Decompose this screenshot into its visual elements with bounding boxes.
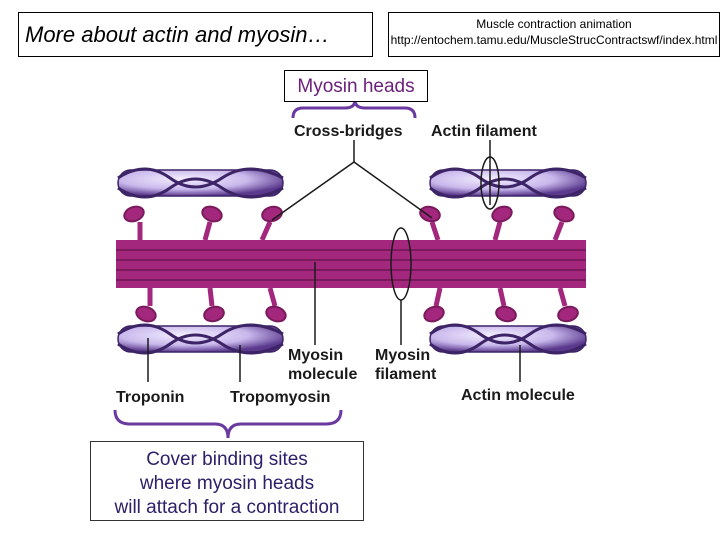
page-title: More about actin and myosin… — [25, 22, 330, 47]
actin-filament-top-left — [117, 167, 284, 199]
myosin-head-upper-4 — [419, 205, 441, 241]
myosin-head-upper-1 — [123, 205, 145, 240]
label-myosin-filament-line2: filament — [375, 366, 437, 383]
cover-line-3: will attach for a contraction — [114, 497, 340, 518]
troponin-tropomyosin-brace — [113, 409, 343, 439]
cover-line-1: Cover binding sites — [146, 449, 308, 470]
myosin-filament — [116, 240, 586, 288]
label-myosin-molecule-line2: molecule — [288, 366, 357, 383]
animation-link-box[interactable]: Muscle contraction animation http://ento… — [388, 12, 720, 57]
myosin-head-upper-6 — [552, 205, 575, 241]
label-cross-bridges: Cross-bridges — [294, 123, 403, 140]
myosin-heads — [123, 205, 579, 323]
myosin-heads-label: Myosin heads — [297, 76, 415, 97]
label-troponin: Troponin — [116, 389, 184, 406]
title-box: More about actin and myosin… — [18, 12, 373, 57]
myosin-head-lower-6 — [557, 287, 579, 323]
cover-line-2: where myosin heads — [139, 473, 315, 494]
myosin-head-lower-3 — [265, 287, 287, 323]
label-myosin-filament-line1: Myosin — [375, 347, 430, 364]
myosin-head-upper-2 — [201, 205, 223, 241]
label-myosin-molecule-line1: Myosin — [288, 347, 343, 364]
myosin-head-upper-5 — [491, 205, 513, 241]
actin-filament-bottom-left — [117, 323, 284, 355]
myosin-heads-callout: Myosin heads — [284, 70, 428, 102]
actin-filament-top-right — [429, 167, 587, 199]
leader-lines — [147, 140, 521, 382]
actin-filament-bottom-right — [429, 323, 587, 355]
animation-link-title: Muscle contraction animation — [476, 17, 632, 31]
myosin-head-lower-2 — [203, 287, 225, 323]
myosin-head-lower-4 — [423, 287, 445, 323]
label-tropomyosin: Tropomyosin — [230, 389, 330, 406]
myosin-head-lower-1 — [135, 288, 157, 323]
label-actin-filament: Actin filament — [431, 123, 537, 140]
label-actin-molecule: Actin molecule — [461, 387, 575, 404]
cover-binding-callout: Cover binding sites where myosin heads w… — [90, 441, 364, 521]
myosin-head-upper-3 — [259, 205, 283, 242]
myosin-head-lower-5 — [495, 287, 517, 323]
animation-link-url[interactable]: http://entochem.tamu.edu/MuscleStrucCont… — [390, 33, 718, 47]
